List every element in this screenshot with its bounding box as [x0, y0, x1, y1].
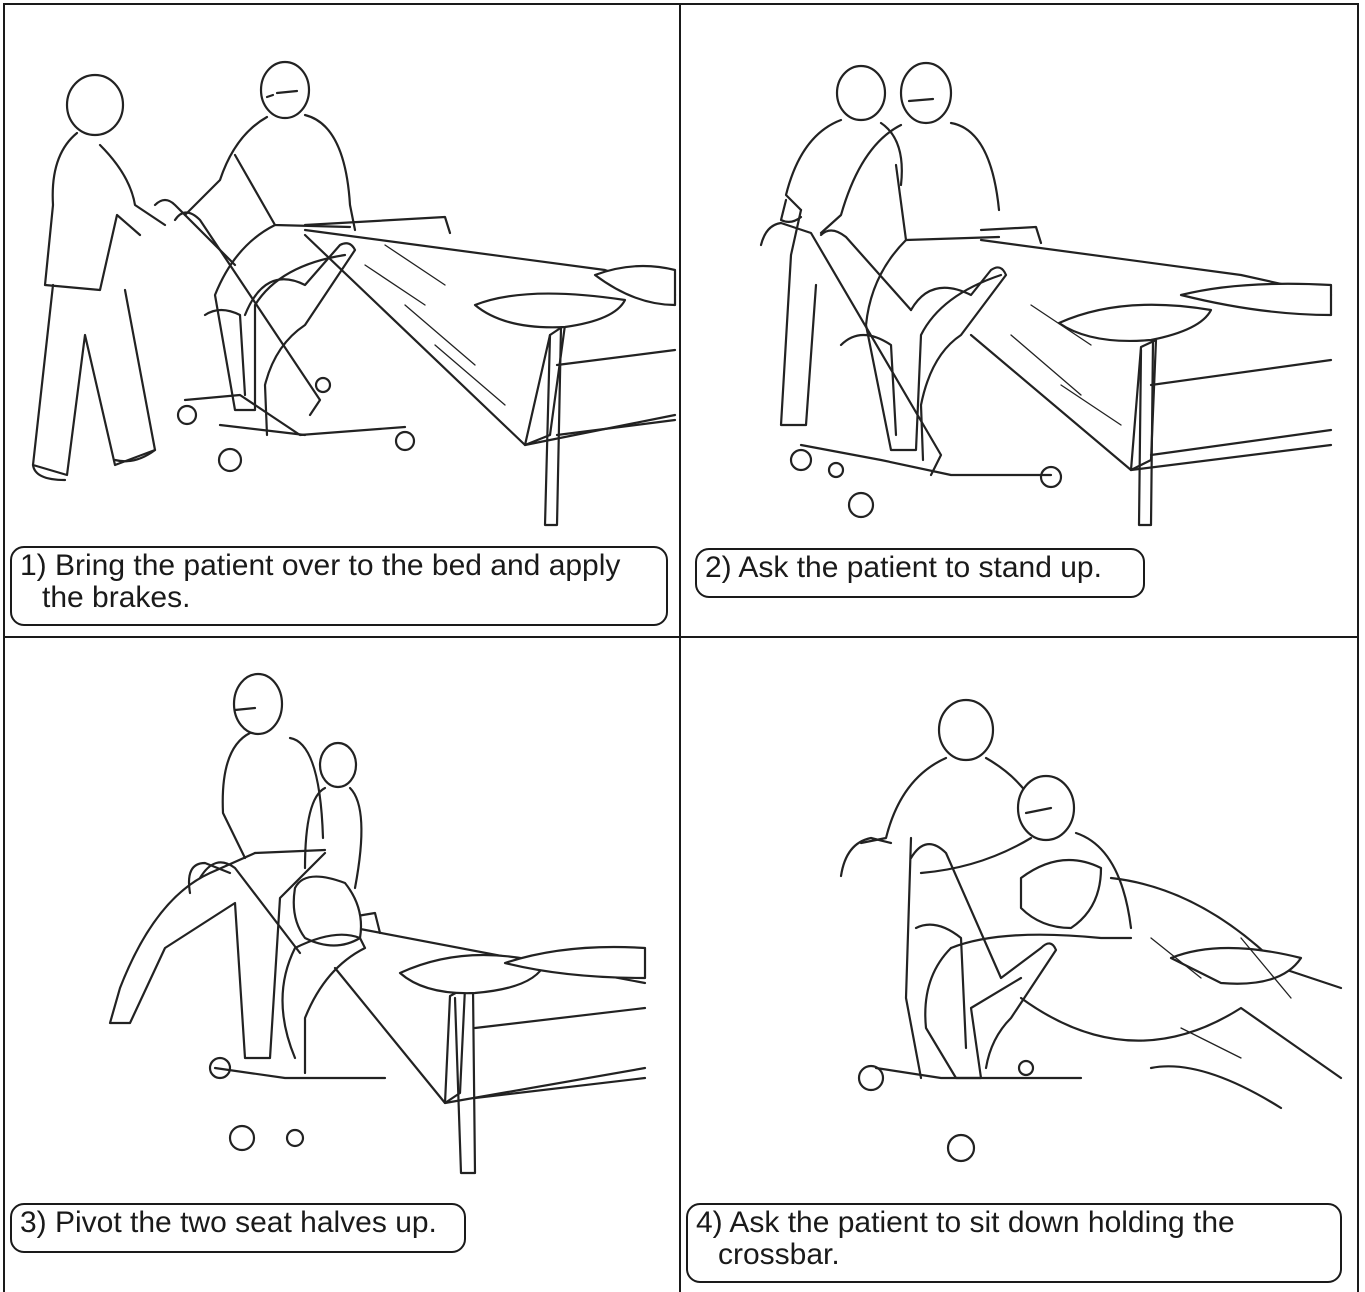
step-caption-3-line1: 3) Pivot the two seat halves up.: [20, 1207, 454, 1239]
step-caption-1-line2: the brakes.: [20, 582, 656, 614]
step-caption-4-line1: 4) Ask the patient to sit down holding t…: [696, 1207, 1330, 1239]
step-caption-4-line2: crossbar.: [696, 1239, 1330, 1271]
step-caption-4: 4) Ask the patient to sit down holding t…: [686, 1203, 1342, 1283]
step-caption-2: 2) Ask the patient to stand up.: [695, 548, 1145, 598]
step-panel-4: 4) Ask the patient to sit down holding t…: [681, 638, 1357, 1292]
step-caption-2-line1: 2) Ask the patient to stand up.: [705, 552, 1133, 584]
step-caption-3: 3) Pivot the two seat halves up.: [10, 1203, 466, 1253]
patient-transfer-illustration-icon: [5, 5, 679, 545]
step-panel-2: 2) Ask the patient to stand up.: [681, 5, 1357, 636]
step-caption-1-line1: 1) Bring the patient over to the bed and…: [20, 550, 656, 582]
grid-right-border: [1357, 3, 1359, 1292]
patient-transfer-illustration-icon: [681, 5, 1357, 545]
step-caption-1: 1) Bring the patient over to the bed and…: [10, 546, 668, 626]
patient-transfer-illustration-icon: [5, 638, 679, 1198]
patient-transfer-illustration-icon: [681, 638, 1357, 1198]
step-panel-1: 1) Bring the patient over to the bed and…: [5, 5, 679, 636]
step-panel-3: 3) Pivot the two seat halves up.: [5, 638, 679, 1292]
